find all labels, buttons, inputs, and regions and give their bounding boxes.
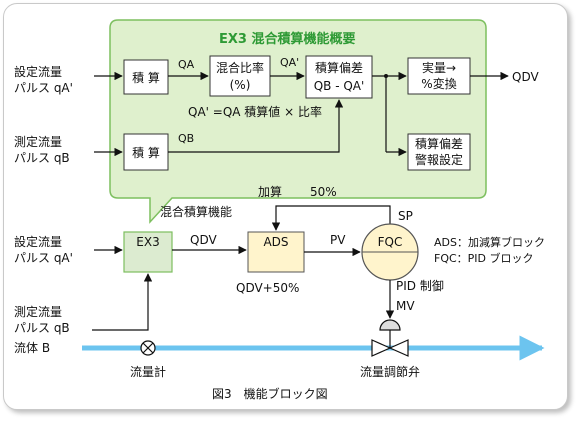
qdv-signal: QDV: [190, 233, 217, 247]
percent-conversion-block: [407, 57, 471, 95]
ex3-overview-panel: [109, 19, 487, 224]
setpoint-input-pulse: パルス qA': [14, 81, 73, 95]
legend-ads: ADS：加減算ブロック: [434, 235, 545, 249]
measured-b-pulse: パルス qB: [14, 321, 70, 335]
deviation-label: 積算偏差: [315, 60, 363, 75]
control-valve-label: 流量調節弁: [360, 364, 420, 379]
conversion-label-2: %変換: [421, 76, 456, 91]
callout-label: 混合積算機能: [160, 204, 232, 219]
panel-title: EX3 混合積算機能概要: [219, 31, 355, 47]
measured-input-label: 測定流量: [14, 134, 62, 149]
sp-label: SP: [398, 209, 413, 223]
formula-text: QA' =QA 積算値 × 比率: [188, 104, 322, 119]
control-valve-symbol: [371, 319, 409, 357]
pid-label: PID 制御: [396, 278, 444, 293]
fluid-label: 流体 B: [14, 341, 50, 355]
ads-label: ADS: [263, 235, 288, 249]
integrate-block-1: [123, 59, 169, 95]
figure-caption: 図3 機能ブロック図: [212, 386, 328, 401]
setpoint-input-label: 設定流量: [14, 64, 62, 79]
fifty-percent-label: 50%: [310, 185, 337, 199]
integrate-block-1-label: 積 算: [132, 70, 160, 85]
ads-block: [247, 231, 305, 273]
add-label: 加算: [258, 184, 282, 199]
flow-meter-label: 流量計: [130, 364, 166, 379]
signal-qa-prime: QA': [280, 56, 299, 69]
ex3-label: EX3: [136, 235, 159, 249]
ex3-block: [123, 231, 173, 273]
integrate-block-2-label: 積 算: [132, 145, 160, 160]
measured-b-label: 測定流量: [14, 304, 62, 319]
mix-ratio-label: 混合比率: [216, 60, 264, 75]
measured-input-pulse: パルス qB: [14, 151, 70, 165]
alarm-label: 積算偏差: [415, 136, 463, 151]
setpoint-b-label: 設定流量: [14, 234, 62, 249]
fqc-label: FQC: [378, 235, 403, 249]
conversion-label: 実量→: [422, 60, 456, 75]
integrate-block-2: [123, 133, 169, 171]
deviation-formula: QB - QA': [314, 79, 365, 93]
flow-meter-symbol: [140, 340, 156, 356]
legend-fqc: FQC：PID ブロック: [434, 251, 534, 265]
deviation-alarm-block: [407, 133, 471, 171]
ads-note: QDV+50%: [236, 281, 299, 295]
qdv-output: QDV: [512, 70, 539, 84]
signal-qb: QB: [178, 132, 194, 145]
pv-label: PV: [330, 233, 346, 247]
mv-label: MV: [396, 299, 415, 313]
mix-ratio-block: [209, 55, 271, 97]
signal-qa: QA: [178, 58, 195, 71]
setpoint-b-pulse: パルス qA': [14, 251, 73, 265]
mix-ratio-unit: (%): [230, 78, 251, 92]
integrated-deviation-block: [305, 55, 373, 99]
alarm-label-2: 警報設定: [415, 152, 463, 167]
